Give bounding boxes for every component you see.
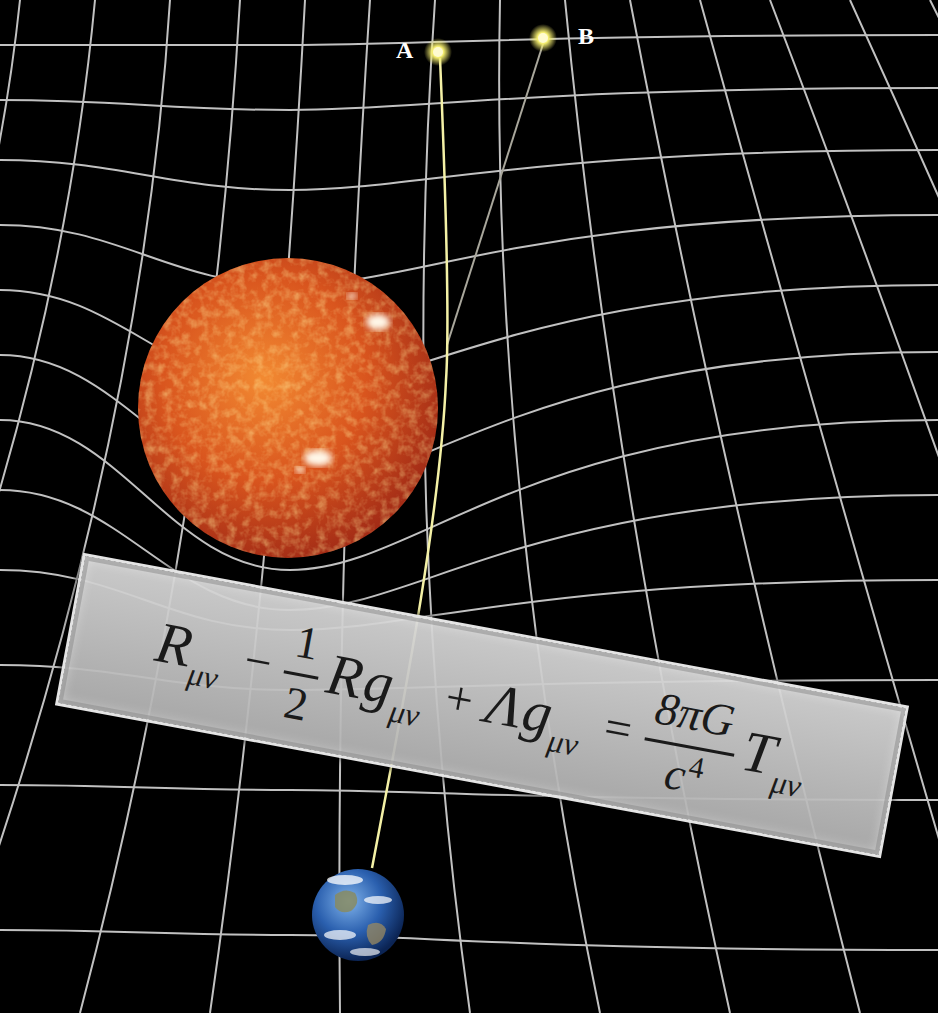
sun-spot [304, 450, 332, 466]
earth-land [367, 923, 386, 945]
grid-line [930, 0, 938, 1013]
star [433, 47, 443, 57]
equation-term: μν [768, 765, 804, 802]
earth [312, 869, 404, 961]
grid-line [770, 0, 938, 1013]
earth-cloud [324, 930, 356, 940]
star-glow [424, 38, 452, 66]
equation-term: μν [185, 657, 221, 694]
equation-term: μν [387, 694, 423, 731]
grid-line [850, 0, 938, 1013]
sun-spot [295, 467, 305, 473]
sun-spot [366, 314, 390, 330]
equation-box: Rμν−12Rgμν+Λgμν=8πGc4Tμν [55, 552, 909, 857]
equation-term: 2 [281, 679, 312, 728]
sun [138, 258, 438, 558]
stars [424, 24, 557, 66]
sun-disc [138, 258, 438, 558]
star-label: B [578, 24, 594, 48]
earth-cloud [350, 948, 380, 956]
grid-line [0, 150, 938, 190]
earth-land [335, 890, 357, 912]
star-glow [529, 24, 557, 52]
equation-term: 1 [292, 618, 323, 667]
equation-term: μν [545, 723, 581, 760]
grid-line [0, 35, 938, 45]
grid-line [499, 0, 600, 1013]
grid-line [0, 930, 938, 950]
earth-cloud [364, 896, 392, 904]
grid-line [423, 0, 470, 1013]
earth-disc [312, 869, 404, 961]
sun-spot [347, 293, 357, 299]
star [538, 33, 548, 43]
equation-term: 4 [687, 751, 707, 783]
fraction-bar [284, 670, 319, 679]
grid-line [700, 0, 938, 1013]
grid-line [0, 0, 20, 1013]
grid-line [0, 0, 95, 1013]
grid-line [0, 285, 938, 390]
equation-term: = [600, 702, 635, 754]
grid-line [630, 0, 860, 1013]
grid-line [0, 0, 170, 1013]
apparent-ray [447, 44, 543, 345]
equation-term: − [240, 635, 275, 687]
grid-line [565, 0, 730, 1013]
sun-granulation [138, 258, 438, 558]
equation-term: + [442, 672, 477, 724]
earth-cloud [327, 875, 363, 885]
grid-line [0, 88, 938, 110]
equation-term: c [661, 749, 689, 798]
equation-term: 8πG [652, 685, 738, 745]
star-label: A [396, 38, 413, 62]
